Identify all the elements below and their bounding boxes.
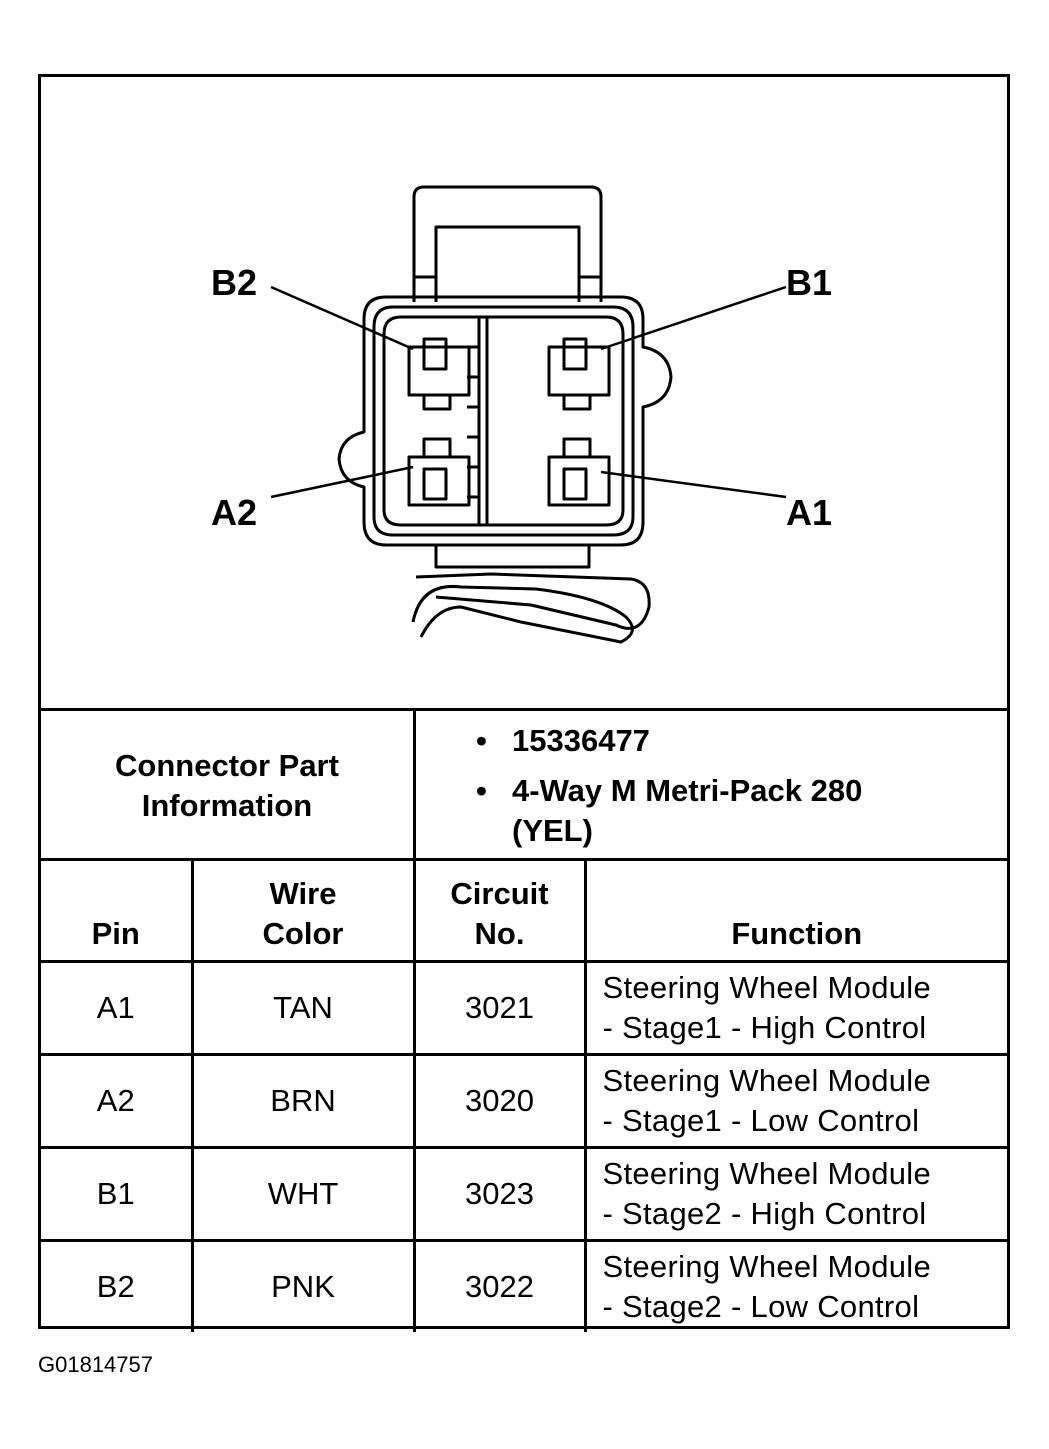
locking-tab	[412, 185, 603, 302]
cell-function: Steering Wheel Module - Stage1 - Low Con…	[583, 1053, 1007, 1149]
cell-circuit: 3023	[412, 1146, 587, 1242]
table-row: B2 PNK 3022 Steering Wheel Module - Stag…	[41, 1239, 1007, 1332]
figure-id-label: G01814757	[38, 1352, 153, 1377]
cell-function: Steering Wheel Module - Stage2 - High Co…	[583, 1146, 1007, 1242]
connector-housing	[337, 295, 673, 547]
cell-pin: B1	[41, 1146, 194, 1242]
cell-wire-color: BRN	[190, 1053, 416, 1149]
bullet-icon: •	[476, 773, 487, 808]
connector-part-info-row: Connector Part Information • 15336477 • …	[41, 708, 1007, 861]
cell-wire-color: WHT	[190, 1146, 416, 1242]
cell-wire-color: PNK	[190, 1239, 416, 1332]
connector-type-item: • 4-Way M Metri-Pack 280 (YEL)	[476, 771, 1007, 851]
pin-label-a2: A2	[211, 492, 257, 533]
table-header-row: Pin Wire Color Circuit No. Function	[41, 858, 1007, 963]
header-wire-color: Wire Color	[190, 858, 416, 963]
cavity-b2	[407, 345, 471, 397]
connector-drawing: B2 B1 A2 A1	[211, 185, 832, 644]
connector-face-diagram: B2 B1 A2 A1	[41, 77, 1007, 711]
center-divider	[477, 317, 489, 525]
table-row: A2 BRN 3020 Steering Wheel Module - Stag…	[41, 1053, 1007, 1149]
header-circuit-no: Circuit No.	[412, 858, 587, 963]
cell-pin: A1	[41, 960, 194, 1056]
bottom-latch	[434, 545, 591, 569]
connector-part-info-label-cell: Connector Part Information	[41, 711, 416, 861]
pin-label-b1: B1	[786, 262, 832, 303]
bullet-icon: •	[476, 723, 487, 758]
cell-wire-color: TAN	[190, 960, 416, 1056]
pin-label-a1: A1	[786, 492, 832, 533]
connector-part-info-values: • 15336477 • 4-Way M Metri-Pack 280 (YEL…	[416, 711, 1007, 861]
pin-label-b2: B2	[211, 262, 257, 303]
cell-pin: B2	[41, 1239, 194, 1332]
connector-figure-frame: B2 B1 A2 A1 Connector Part Information •…	[38, 74, 1010, 1332]
table-row: A1 TAN 3021 Steering Wheel Module - Stag…	[41, 960, 1007, 1056]
cavity-b1	[547, 345, 611, 397]
pin-function-table: Pin Wire Color Circuit No. Function A1 T…	[41, 858, 1007, 1332]
table-row: B1 WHT 3023 Steering Wheel Module - Stag…	[41, 1146, 1007, 1242]
header-pin: Pin	[41, 858, 194, 963]
connector-type-text: 4-Way M Metri-Pack 280 (YEL)	[512, 773, 863, 848]
cell-function: Steering Wheel Module - Stage2 - Low Con…	[583, 1239, 1007, 1332]
cell-circuit: 3021	[412, 960, 587, 1056]
cell-circuit: 3020	[412, 1053, 587, 1149]
part-number-text: 15336477	[512, 723, 650, 758]
part-number-item: • 15336477	[476, 721, 1007, 761]
connector-part-info-label: Connector Part Information	[115, 748, 339, 823]
cell-pin: A2	[41, 1053, 194, 1149]
cell-function: Steering Wheel Module - Stage1 - High Co…	[583, 960, 1007, 1056]
cell-circuit: 3022	[412, 1239, 587, 1332]
header-function: Function	[583, 858, 1007, 963]
retaining-clip	[411, 584, 634, 644]
